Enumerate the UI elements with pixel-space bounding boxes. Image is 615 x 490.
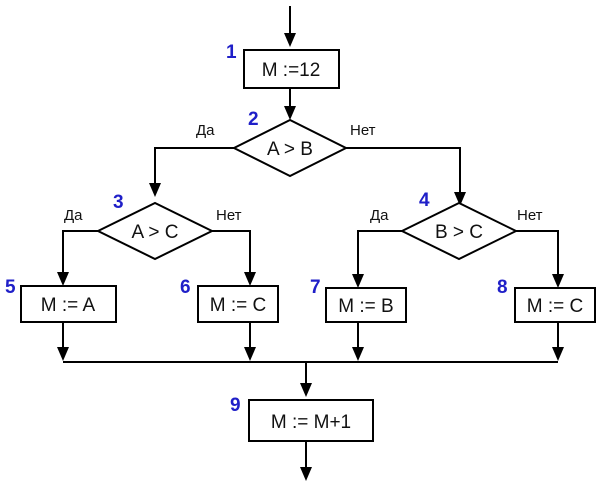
node-4-yes-label: Да (370, 207, 389, 224)
node-6-number: 6 (180, 277, 191, 298)
node-3-diamond (95, 201, 215, 261)
node-5-number: 5 (5, 277, 16, 298)
node-5-text: M := A (41, 295, 96, 316)
connectors (62, 6, 559, 470)
node-5-box (20, 285, 117, 323)
node-2-text: A > B (267, 139, 313, 160)
arrowhead-into-5 (57, 272, 69, 286)
node-3-text: A > C (132, 222, 179, 243)
node-1-box (243, 49, 340, 89)
arrowhead-into-8 (552, 274, 564, 288)
node-5: M := A 5 (5, 277, 117, 323)
arrowheads (57, 33, 564, 481)
arrowhead-into-3 (149, 183, 161, 197)
node-2-number: 2 (248, 109, 259, 130)
node-9-text: M := M+1 (271, 412, 351, 433)
node-4-decision: B > C 4 Да Нет (370, 190, 543, 261)
node-3-decision: A > C 3 Да Нет (64, 192, 242, 261)
connector-3-no (212, 230, 251, 274)
node-9-number: 9 (230, 395, 241, 416)
node-4-number: 4 (419, 190, 430, 211)
node-7-box (325, 287, 407, 323)
node-3-yes-label: Да (64, 207, 83, 224)
node-3-number: 3 (113, 192, 124, 213)
arrowhead-into-2 (284, 106, 296, 120)
node-6-box (197, 285, 279, 323)
arrowhead-merge-7 (352, 347, 364, 361)
node-7-text: M := B (338, 296, 393, 317)
connector-4-no (516, 230, 559, 276)
arrowhead-into-9 (300, 383, 312, 397)
node-4-no-label: Нет (517, 207, 543, 224)
node-8-box (514, 287, 596, 323)
arrowhead-merge-8 (552, 347, 564, 361)
node-8-text: M := C (527, 296, 583, 317)
arrowhead-merge-6 (244, 347, 256, 361)
node-7-number: 7 (310, 277, 321, 298)
arrowhead-into-6 (244, 272, 256, 286)
arrowhead-entry (284, 33, 296, 47)
arrowhead-into-4 (454, 192, 466, 206)
node-4-text: B > C (435, 222, 483, 243)
node-8: M := C 8 (497, 277, 596, 323)
node-9-box (248, 399, 374, 442)
node-6-text: M := C (210, 295, 266, 316)
node-1-number: 1 (226, 42, 237, 63)
connector-4-yes (357, 230, 402, 276)
node-3-no-label: Нет (216, 207, 242, 224)
node-2-diamond (231, 118, 349, 178)
connector-2-no (346, 147, 461, 195)
arrowhead-into-7 (352, 274, 364, 288)
node-2-yes-label: Да (196, 122, 215, 139)
node-1-text: M :=12 (262, 60, 321, 81)
arrowhead-merge-5 (57, 347, 69, 361)
node-6: M := C 6 (180, 277, 279, 323)
arrowhead-exit (300, 467, 312, 481)
connector-3-yes (62, 230, 98, 274)
node-2-decision: A > B 2 Да Нет (196, 109, 376, 178)
node-1: M :=12 1 (226, 42, 340, 89)
node-4-diamond (399, 201, 519, 261)
node-7: M := B 7 (310, 277, 407, 323)
node-8-number: 8 (497, 277, 508, 298)
node-9: M := M+1 9 (230, 395, 374, 442)
node-2-no-label: Нет (350, 122, 376, 139)
connector-2-yes (154, 147, 234, 186)
